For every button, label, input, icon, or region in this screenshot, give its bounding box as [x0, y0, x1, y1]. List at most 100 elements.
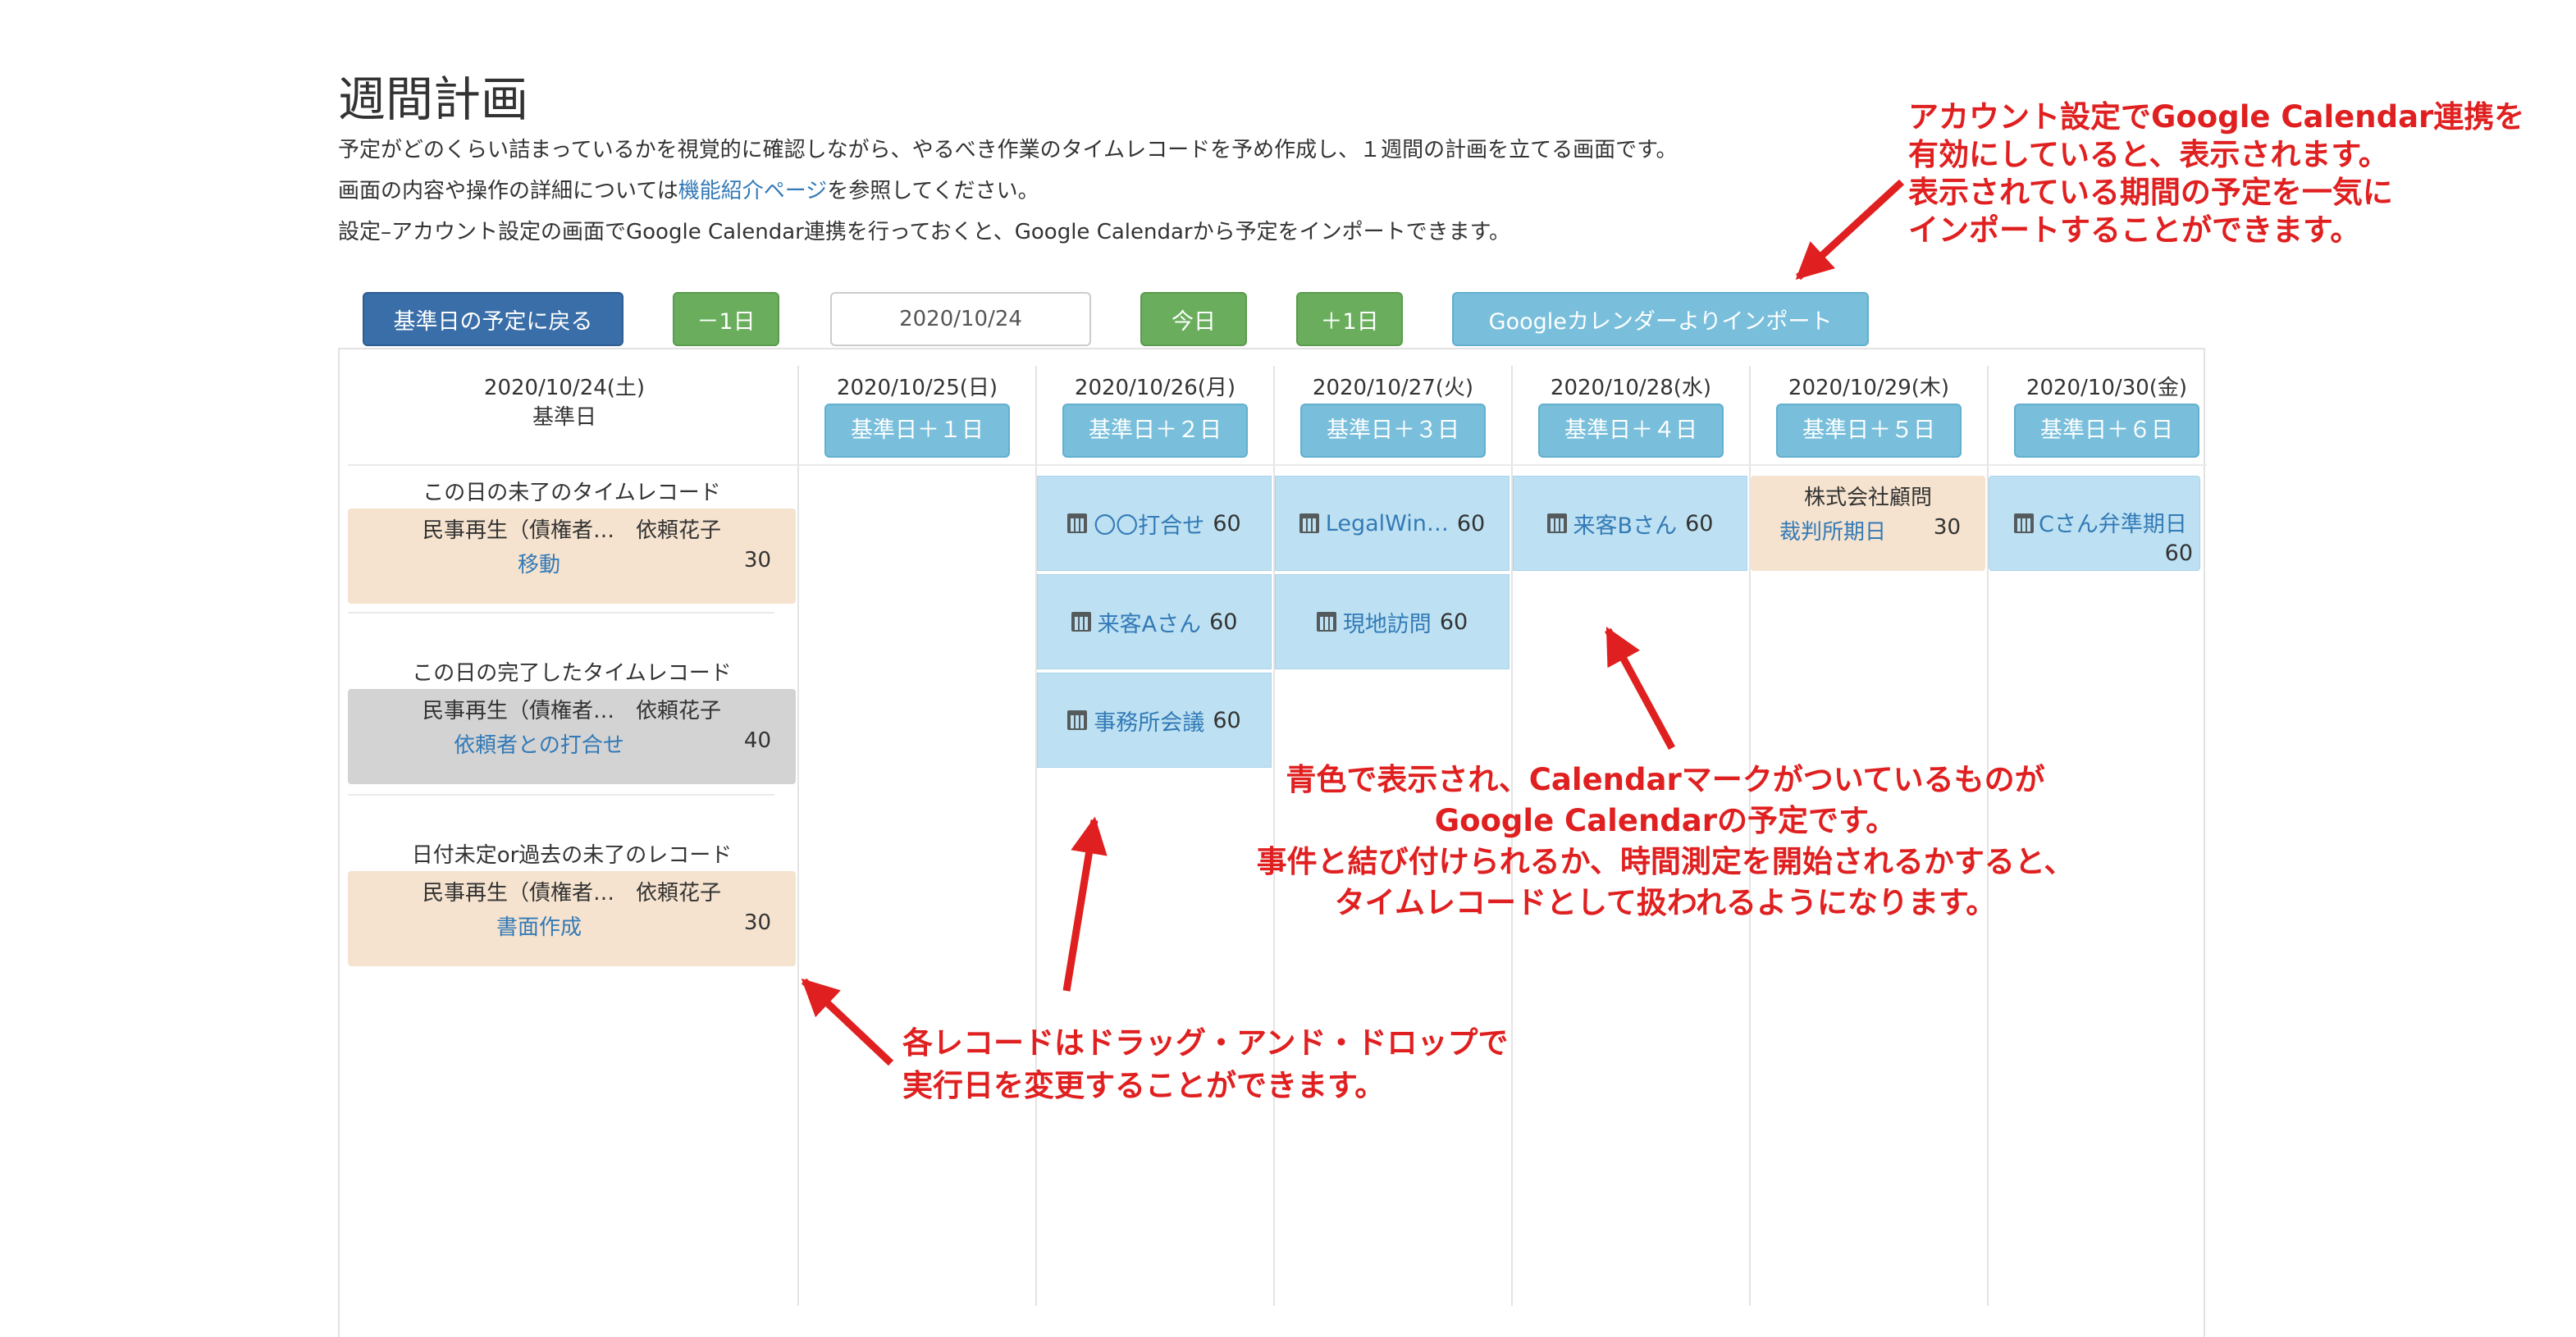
event-minutes: 60 [1213, 707, 1241, 733]
annotation-line: アカウント設定でGoogle Calendar連携を [1908, 99, 2525, 135]
arrow-icon [1062, 816, 1108, 992]
event-title[interactable]: Cさん弁準期日 [2039, 512, 2187, 537]
column-divider [797, 366, 799, 1306]
calendar-icon [1067, 513, 1088, 533]
page-description-3: 設定–アカウント設定の画面でGoogle Calendar連携を行っておくと、G… [338, 220, 1511, 244]
record-task-link[interactable]: 依頼者との打合せ [454, 733, 624, 758]
page-description-1: 予定がどのくらい詰まっているかを視覚的に確認しながら、やるべき作業のタイムレコー… [338, 138, 1678, 162]
event-line: Cさん弁準期日 [2014, 506, 2187, 538]
annotation-line: タイムレコードとして扱われるようになります。 [1334, 885, 1997, 920]
column-divider [1511, 366, 1513, 1306]
base-date-input[interactable]: 2020/10/24 [830, 292, 1091, 346]
record-task-link[interactable]: 書面作成 [496, 915, 582, 940]
event-minutes: 60 [1456, 510, 1486, 536]
day-header: 2020/10/29(木) 基準日＋５日 [1751, 371, 1987, 458]
record-matter: 民事再生（債権者… 依頼花子 [422, 699, 721, 723]
time-record[interactable]: 民事再生（債権者… 依頼花子 移動 30 [348, 509, 796, 604]
minus-one-day-button[interactable]: －1日 [673, 292, 779, 346]
record-matter: 株式会社顧問 [1803, 486, 1932, 510]
base-plus-1-button[interactable]: 基準日＋１日 [824, 404, 1010, 458]
section-heading: この日の未了のタイムレコード [422, 481, 721, 505]
calendar-event[interactable]: 来客Aさん 60 [1037, 574, 1272, 669]
arrow-icon [1795, 179, 1905, 281]
section-divider [348, 612, 774, 614]
day-header: 2020/10/27(火) 基準日＋３日 [1275, 371, 1511, 458]
record-minutes: 30 [743, 910, 771, 935]
event-title[interactable]: 来客Aさん [1097, 611, 1202, 637]
column-divider [1749, 366, 1751, 1306]
annotation-line: インポートすることができます。 [1908, 212, 2361, 248]
calendar-icon [1067, 710, 1088, 730]
event-title[interactable]: 現地訪問 [1342, 611, 1432, 637]
record-matter: 民事再生（債権者… 依頼花子 [422, 881, 721, 906]
calendar-icon [1546, 513, 1567, 533]
event-minutes: 60 [2164, 541, 2193, 566]
annotation-line: 有効にしていると、表示されます。 [1908, 137, 2389, 172]
record-minutes: 40 [743, 728, 771, 753]
base-plus-2-button[interactable]: 基準日＋２日 [1062, 404, 1248, 458]
event-title[interactable]: LegalWin… [1325, 510, 1449, 536]
annotation-line: 各レコードはドラッグ・アンド・ドロップで [902, 1025, 1509, 1061]
day-date: 2020/10/30(金) [2026, 376, 2188, 400]
base-plus-6-button[interactable]: 基準日＋６日 [2014, 404, 2199, 458]
calendar-event[interactable]: 事務所会議 60 [1037, 673, 1272, 768]
time-record[interactable]: 株式会社顧問 裁判所期日 30 [1751, 476, 1985, 571]
base-day-date: 2020/10/24(土) [483, 376, 646, 400]
calendar-event[interactable]: Cさん弁準期日 60 [1989, 476, 2200, 571]
section-divider [348, 794, 774, 796]
day-date: 2020/10/28(水) [1550, 376, 1712, 400]
time-record[interactable]: 民事再生（債権者… 依頼花子 書面作成 30 [348, 871, 796, 966]
day-date: 2020/10/29(木) [1788, 376, 1950, 400]
record-minutes: 30 [1933, 515, 1961, 540]
annotation-line: Google Calendarの予定です。 [1434, 803, 1897, 838]
day-header: 2020/10/25(日)基準日＋１日 [799, 371, 1035, 458]
event-title[interactable]: 〇〇打合せ [1094, 513, 1205, 539]
day-header: 2020/10/30(金) 基準日＋６日 [1989, 371, 2225, 458]
calendar-icon [1071, 612, 1091, 632]
calendar-event[interactable]: 〇〇打合せ 60 [1037, 476, 1272, 571]
day-date: 2020/10/27(火) [1312, 376, 1474, 400]
column-divider [1035, 366, 1037, 1306]
event-minutes: 60 [1209, 609, 1238, 635]
today-button[interactable]: 今日 [1140, 292, 1247, 346]
plus-one-day-button[interactable]: ＋1日 [1296, 292, 1403, 346]
day-header: 2020/10/26(月) 基準日＋２日 [1037, 371, 1273, 458]
page-title: 週間計画 [338, 71, 529, 127]
base-plus-4-button[interactable]: 基準日＋４日 [1538, 404, 1724, 458]
time-record[interactable]: 民事再生（債権者… 依頼花子 依頼者との打合せ 40 [348, 689, 796, 784]
base-plus-3-button[interactable]: 基準日＋３日 [1300, 404, 1486, 458]
arrow-icon [801, 978, 894, 1066]
record-task-link[interactable]: 裁判所期日 [1779, 520, 1886, 545]
arrow-icon [1605, 627, 1675, 751]
base-day-header: 2020/10/24(土) 基準日 [372, 371, 756, 431]
annotation-line: 事件と結び付けられるか、時間測定を開始されるかすると、 [1256, 844, 2075, 879]
event-title[interactable]: 来客Bさん [1573, 513, 1678, 539]
calendar-icon [1299, 513, 1319, 533]
annotation-line: 実行日を変更することができます。 [902, 1068, 1386, 1103]
back-to-base-day-button[interactable]: 基準日の予定に戻る [363, 292, 623, 346]
day-header: 2020/10/28(水) 基準日＋４日 [1513, 371, 1749, 458]
event-minutes: 60 [1213, 510, 1241, 536]
base-plus-5-button[interactable]: 基準日＋５日 [1776, 404, 1962, 458]
annotation-google-events: 青色で表示され、Calendarマークがついているものが Google Cale… [1214, 760, 2117, 924]
day-date: 2020/10/26(月) [1074, 376, 1236, 400]
record-task-link[interactable]: 移動 [517, 553, 560, 577]
annotation-line: 表示されている期間の予定を一気に [1908, 175, 2393, 210]
calendar-event[interactable]: LegalWin… 60 [1275, 476, 1510, 571]
record-matter: 民事再生（債権者… 依頼花子 [422, 518, 721, 543]
calendar-event[interactable]: 来客Bさん 60 [1513, 476, 1747, 571]
calendar-icon [2014, 513, 2034, 533]
weekly-board: 2020/10/24(土) 基準日 2020/10/25(日)基準日＋１日 20… [338, 348, 2207, 1337]
description-text-pre: 画面の内容や操作の詳細については [338, 179, 678, 203]
section-heading: 日付未定or過去の未了のレコード [411, 843, 733, 868]
event-minutes: 60 [1685, 510, 1714, 536]
record-minutes: 30 [743, 548, 771, 573]
column-divider [1987, 366, 1989, 1306]
event-title[interactable]: 事務所会議 [1094, 710, 1205, 736]
base-day-label: 基準日 [532, 405, 596, 430]
feature-intro-link[interactable]: 機能紹介ページ [678, 179, 828, 203]
description-text-post: を参照してください。 [827, 179, 1039, 203]
google-calendar-import-button[interactable]: Googleカレンダーよりインポート [1452, 292, 1869, 346]
